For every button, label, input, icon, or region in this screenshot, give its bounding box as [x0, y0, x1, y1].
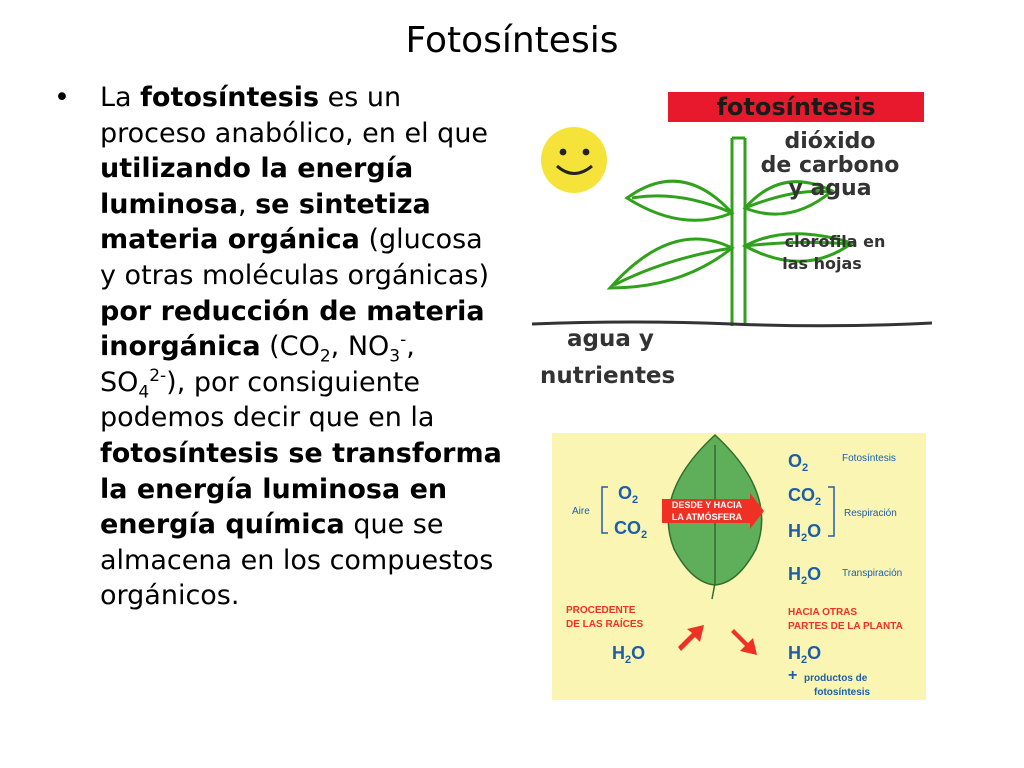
- plant-illustration: fotosíntesis dióxido de carbono y agua c…: [532, 88, 932, 393]
- arrow-icons: [678, 625, 757, 655]
- label-chlorophyll-line1: clorofila en: [785, 232, 886, 251]
- text-run: , SO: [100, 331, 415, 398]
- h2o-transpiration: H2O: [788, 564, 821, 587]
- banner-text: fotosíntesis: [716, 93, 875, 121]
- slide-title: Fotosíntesis: [405, 20, 619, 61]
- text-run-bold: utilizando la energía luminosa: [100, 153, 414, 220]
- o2-left: O2: [618, 483, 638, 506]
- label-aire: Aire: [572, 506, 590, 517]
- text-run-bold: se sintetiza materia orgánica: [100, 188, 431, 256]
- arrow-down-right-icon: [731, 629, 757, 655]
- text-run: (CO: [260, 331, 320, 363]
- svg-text:DESDE Y HACIA: DESDE Y HACIA: [672, 500, 743, 510]
- text-run: La: [100, 82, 141, 113]
- h2o-from-roots: H2O: [612, 643, 645, 666]
- label-water-line2: nutrientes: [540, 363, 675, 389]
- h2o-right: H2O: [788, 521, 821, 544]
- body-text: • La fotosíntesis es un proceso anabólic…: [54, 80, 502, 614]
- subscript: 3: [389, 346, 401, 367]
- co2-left: CO2: [614, 518, 647, 541]
- label-hacia-line1: HACIA OTRAS: [788, 607, 857, 618]
- label-chlorophyll-line2: las hojas: [782, 254, 862, 273]
- text-run: que se almacena en los compuestos orgáni…: [100, 509, 494, 612]
- text-run-bold: fotosíntesis: [140, 82, 320, 113]
- label-productos-line1: productos de: [804, 673, 868, 684]
- ground-line: [532, 320, 932, 328]
- label-co2-line1: dióxido: [785, 129, 876, 154]
- o2-top: O2: [788, 451, 808, 474]
- text-run-bold: fotosíntesis se transforma la energía lu…: [100, 437, 502, 541]
- text-run-bold: por reducción de materia inorgánica: [100, 295, 485, 363]
- text-run: es un proceso anabólico, en el que: [100, 82, 489, 149]
- arrow-up-right-icon: [678, 625, 704, 651]
- label-hacia-line2: PARTES DE LA PLANTA: [788, 621, 903, 632]
- label-co2-line3: y agua: [788, 176, 871, 201]
- label-water-line1: agua y: [567, 326, 654, 352]
- brackets: [601, 486, 835, 537]
- atmosphere-arrow: DESDE Y HACIA LA ATMÓSFERA: [662, 493, 764, 529]
- label-transpiracion: Transpiración: [842, 568, 902, 579]
- label-respiracion: Respiración: [844, 508, 897, 519]
- subscript: 2: [319, 346, 331, 367]
- subscript: 4: [138, 382, 150, 403]
- text-run: ,: [237, 188, 256, 220]
- superscript: -: [400, 330, 407, 351]
- label-fotosintesis: Fotosíntesis: [842, 453, 896, 464]
- label-procedente-line2: DE LAS RAÍCES: [566, 617, 644, 630]
- label-co2-line2: de carbono: [761, 153, 900, 178]
- svg-text:LA ATMÓSFERA: LA ATMÓSFERA: [672, 511, 743, 522]
- h2o-to-plant: H2O: [788, 643, 821, 666]
- plant-stem: [730, 136, 747, 326]
- label-procedente-line1: PROCEDENTE: [566, 605, 636, 616]
- plus-sign: +: [788, 667, 797, 684]
- bullet-paragraph: La fotosíntesis es un proceso anabólico,…: [100, 80, 502, 614]
- bullet-marker: •: [54, 82, 70, 113]
- superscript: 2-: [149, 365, 167, 386]
- banner-background: [668, 92, 924, 122]
- label-productos-line2: fotosíntesis: [814, 687, 871, 698]
- co2-right: CO2: [788, 485, 821, 508]
- text-run: (glucosa y otras moléculas orgánicas): [100, 224, 489, 291]
- sun-icon: [541, 127, 607, 193]
- leaf-gas-exchange-diagram: O2 O2 CO2 CO2 H2O H2O H2O H2O + Fotosínt…: [552, 433, 926, 700]
- text-run: ), por consiguiente podemos decir que en…: [100, 366, 435, 434]
- text-run: , NO: [330, 331, 390, 363]
- plant-leaves: [606, 179, 856, 290]
